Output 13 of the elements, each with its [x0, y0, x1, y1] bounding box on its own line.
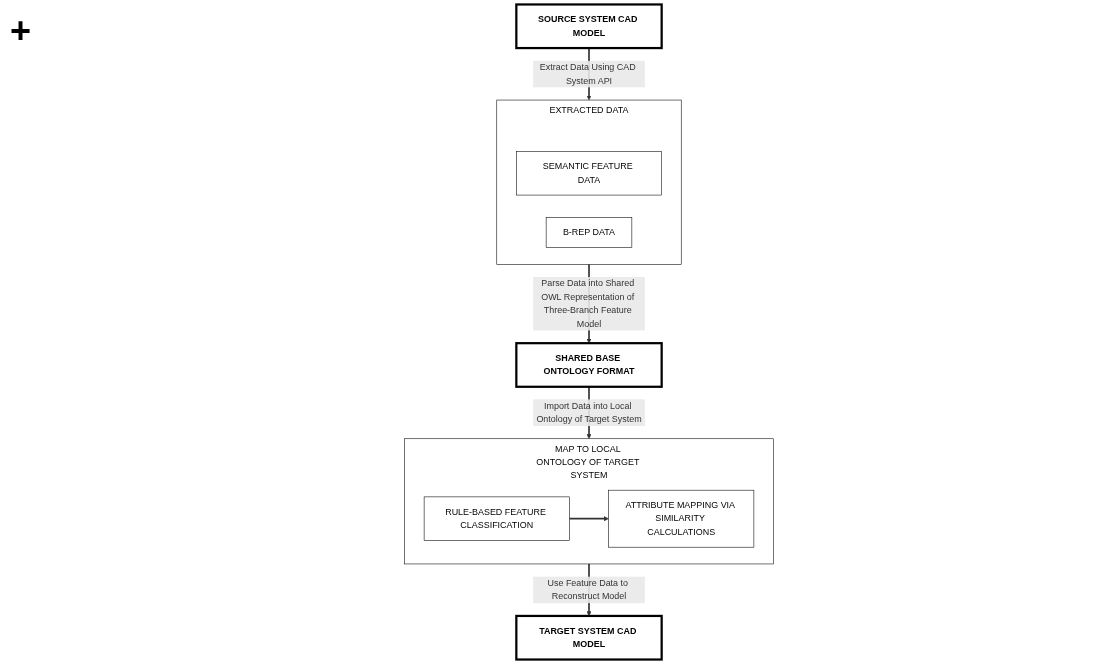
edge-label: Parse Data into Shared OWL Representation of Three-Branch Feature Model: [541, 278, 635, 329]
node-box: RULE-BASED FEATURE CLASSIFICATION: [423, 496, 570, 541]
node-box: SOURCE SYSTEM CAD MODEL: [515, 3, 663, 50]
edge-label: Use Feature Data to Reconstruct Model: [547, 578, 629, 602]
edge-label: Extract Data Using CAD System API: [539, 62, 636, 86]
node-box: SEMANTIC FEATURE DATA: [516, 151, 662, 196]
edge-label: Import Data into Local Ontology of Target System: [536, 401, 642, 424]
arrow: [568, 516, 609, 522]
node-box: SHARED BASE ONTOLOGY FORMAT: [515, 342, 663, 388]
plus-sign: +: [10, 10, 32, 52]
node-box: TARGET SYSTEM CAD MODEL: [515, 614, 663, 661]
node-box: B-REP DATA: [545, 217, 633, 248]
node-box: ATTRIBUTE MAPPING VIA SIMILARITY CALCULATIONS: [608, 489, 755, 548]
